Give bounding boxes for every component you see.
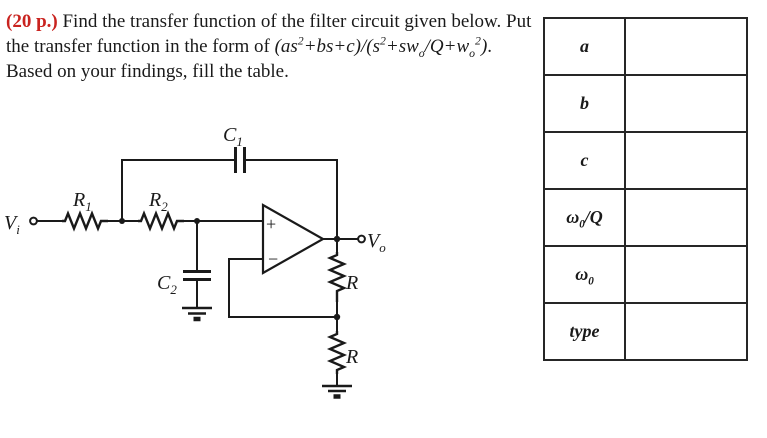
junction-dot — [333, 313, 341, 321]
vi-terminal — [29, 216, 38, 226]
table-label-w0: ω0 — [543, 245, 626, 304]
capacitor-c2 — [183, 270, 211, 281]
r1-label: R1 — [72, 189, 92, 214]
problem-outro-text: . Based on your findings, fill the table… — [6, 35, 493, 82]
opamp — [261, 203, 326, 275]
table-row: ω0 — [543, 245, 748, 304]
junction-dot — [333, 235, 341, 243]
table-value-cell — [624, 245, 748, 304]
resistor-r2 — [138, 210, 184, 232]
table-row: a — [543, 17, 748, 76]
problem-intro-text: Find the transfer function of the filter… — [6, 11, 532, 57]
vi-label: Vi — [4, 212, 20, 237]
table-label-type: type — [543, 302, 626, 361]
junction-dot — [194, 218, 200, 224]
table-label-w0-over-q: ω0/Q — [543, 188, 626, 247]
vo-label: Vo — [367, 230, 386, 255]
capacitor-c1 — [234, 147, 246, 173]
filter-circuit-diagram: + − Vi R1 R2 C1 C2 Vo R R — [4, 124, 386, 399]
resistor-r-upper — [326, 252, 348, 302]
c2-label: C2 — [157, 272, 177, 297]
opamp-minus-sign: − — [268, 249, 278, 269]
ground-icon — [182, 306, 212, 322]
wire — [228, 258, 338, 318]
table-value-cell — [624, 131, 748, 190]
table-value-cell — [624, 74, 748, 133]
table-row: ω0/Q — [543, 188, 748, 247]
table-value-cell — [624, 17, 748, 76]
vo-terminal — [357, 234, 366, 244]
table-row: type — [543, 302, 748, 361]
ground-icon — [322, 384, 352, 399]
problem-statement: (20 p.) Find the transfer function of th… — [6, 10, 541, 84]
table-label-a: a — [543, 17, 626, 76]
r2-label: R2 — [148, 189, 168, 214]
opamp-plus-sign: + — [266, 214, 276, 234]
answer-table: a b c ω0/Q ω0 type — [543, 17, 748, 361]
resistor-r1 — [62, 210, 108, 232]
r-upper-label: R — [345, 272, 358, 294]
table-label-c: c — [543, 131, 626, 190]
table-value-cell — [624, 302, 748, 361]
junction-dot — [119, 218, 125, 224]
table-row: c — [543, 131, 748, 190]
r-lower-label: R — [345, 346, 358, 368]
c1-label: C1 — [223, 124, 243, 149]
table-label-b: b — [543, 74, 626, 133]
table-row: b — [543, 74, 748, 133]
transfer-function-formula: (as2+bs+c)/(s2+swo/Q+wo2) — [274, 34, 488, 60]
resistor-r-lower — [326, 331, 348, 374]
table-value-cell — [624, 188, 748, 247]
points-label: (20 p.) — [6, 11, 58, 32]
